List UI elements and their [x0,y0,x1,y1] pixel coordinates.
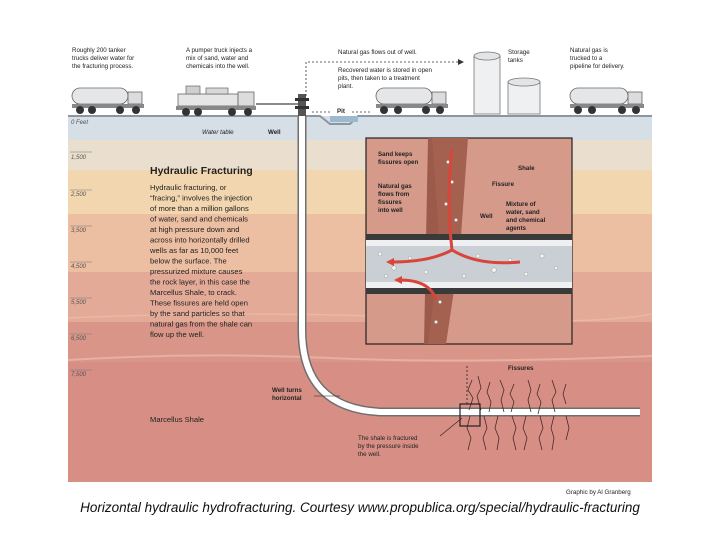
fissures-label: Fissures [508,365,534,372]
fractured-text-1: The shale is fractured [358,435,418,442]
tanker-truck-middle-illustration [375,87,448,114]
graphic-credit: Graphic by Al Granberg [566,489,631,496]
pit-label: Pit [337,108,345,115]
gas-out-text: Natural gas flows out of well. [338,49,417,56]
recovered-text-1: Recovered water is stored in open [338,67,432,74]
marcellus-label: Marcellus Shale [150,415,204,424]
depth-7500: 7,500 [71,372,87,378]
tanker-text-1: Roughly 200 tanker [72,47,126,54]
inset-sand-1: Sand keeps [378,151,413,158]
body-line-5: at high pressure down and [150,225,240,234]
surface-flow-arrows [305,61,460,113]
depth-scale: 0 Feet 1,500 2,500 3,500 4,500 5,500 6,5… [70,120,92,378]
body-line-13: by the sand particles so that [150,309,245,318]
body-line-11: Marcellus Shale, to crack. [150,288,237,297]
inset-mixture-1: Mixture of [506,201,537,208]
caption: Horizontal hydraulic hydrofracturing. Co… [80,500,640,515]
body-line-9: pressurized mixture causes [150,267,243,276]
wellhead-illustration [295,94,309,116]
pumper-truck-illustration [176,85,298,116]
inset-well-label: Well [480,213,493,220]
water-table-label: Water table [202,129,234,136]
well-pipe [297,116,640,417]
depth-3500: 3,500 [71,228,87,234]
storage-text-1: Storage [508,49,530,56]
body-line-10: the rock layer, in this case the [150,278,250,287]
body-line-7: wells as far as 10,000 feet [149,246,239,255]
pumper-text-1: A pumper truck injects a [186,47,253,54]
inset-gas-3: fissures [378,199,402,206]
tanker-text-3: the fracturing process. [72,63,133,70]
trucked-text-3: pipeline for delivery. [570,63,625,70]
inset-detail [365,137,573,345]
fractured-text-2: by the pressure inside [358,443,419,450]
tanker-truck-right-illustration [569,87,644,114]
body-line-15: flow up the well. [150,330,204,339]
body-line-2: “fracing,” involves the injection [150,194,252,203]
body-line-6: across into horizontally drilled [150,236,250,245]
fissure-lines [466,375,570,451]
inset-gas-4: into well [378,207,403,214]
depth-5500: 5,500 [71,300,87,306]
inset-gas-2: flows from [378,191,410,198]
depth-4500: 4,500 [71,264,87,270]
recovered-text-2: pits, then taken to a treatment [338,75,420,82]
depth-0: 0 Feet [71,120,88,126]
inset-mixture-3: and chemical [506,217,545,224]
inset-shale-label: Shale [518,165,535,172]
well-label: Well [268,129,281,136]
body-line-8: below the surface. The [150,257,227,266]
main-description: Hydraulic Fracturing Hydraulic fracturin… [149,165,254,424]
inset-mixture-4: agents [506,225,527,232]
turns-text-2: horizontal [272,395,302,402]
fractured-text-3: the well. [358,451,381,458]
pumper-text-2: mix of sand, water and [186,55,249,62]
trucked-text-1: Natural gas is [570,47,608,54]
storage-text-2: tanks [508,57,523,64]
inset-gas-1: Natural gas [378,183,412,190]
flow-arrow-head [458,59,464,65]
body-line-1: Hydraulic fracturing, or [150,183,227,192]
trucked-text-2: trucked to a [570,55,603,62]
inset-mixture-2: water, sand [505,209,540,216]
body-line-3: of more than a million gallons [150,204,249,213]
depth-6500: 6,500 [71,336,87,342]
depth-2500: 2,500 [70,192,87,198]
surface [68,115,652,125]
tanker-text-2: trucks deliver water for [72,55,134,62]
pumper-text-3: chemicals into the well. [186,63,250,70]
storage-tanks-illustration [473,51,541,115]
main-title: Hydraulic Fracturing [150,165,253,177]
body-line-14: natural gas from the shale can [150,320,252,329]
depth-1500: 1,500 [71,155,87,161]
tanker-trucks-left-illustration [71,87,144,114]
body-line-4: of water, sand and chemicals [150,215,248,224]
recovered-text-3: plant. [338,83,353,90]
turns-text-1: Well turns [272,387,302,394]
zoom-box [459,403,481,427]
inset-sand-2: fissures open [378,159,418,166]
svg-text:Hydraulic fracturing, or: Hydraulic fracturing, or “fracing,” invo… [149,183,254,339]
inset-fissure-label: Fissure [492,181,515,188]
body-line-12: These fissures are held open [150,299,248,308]
